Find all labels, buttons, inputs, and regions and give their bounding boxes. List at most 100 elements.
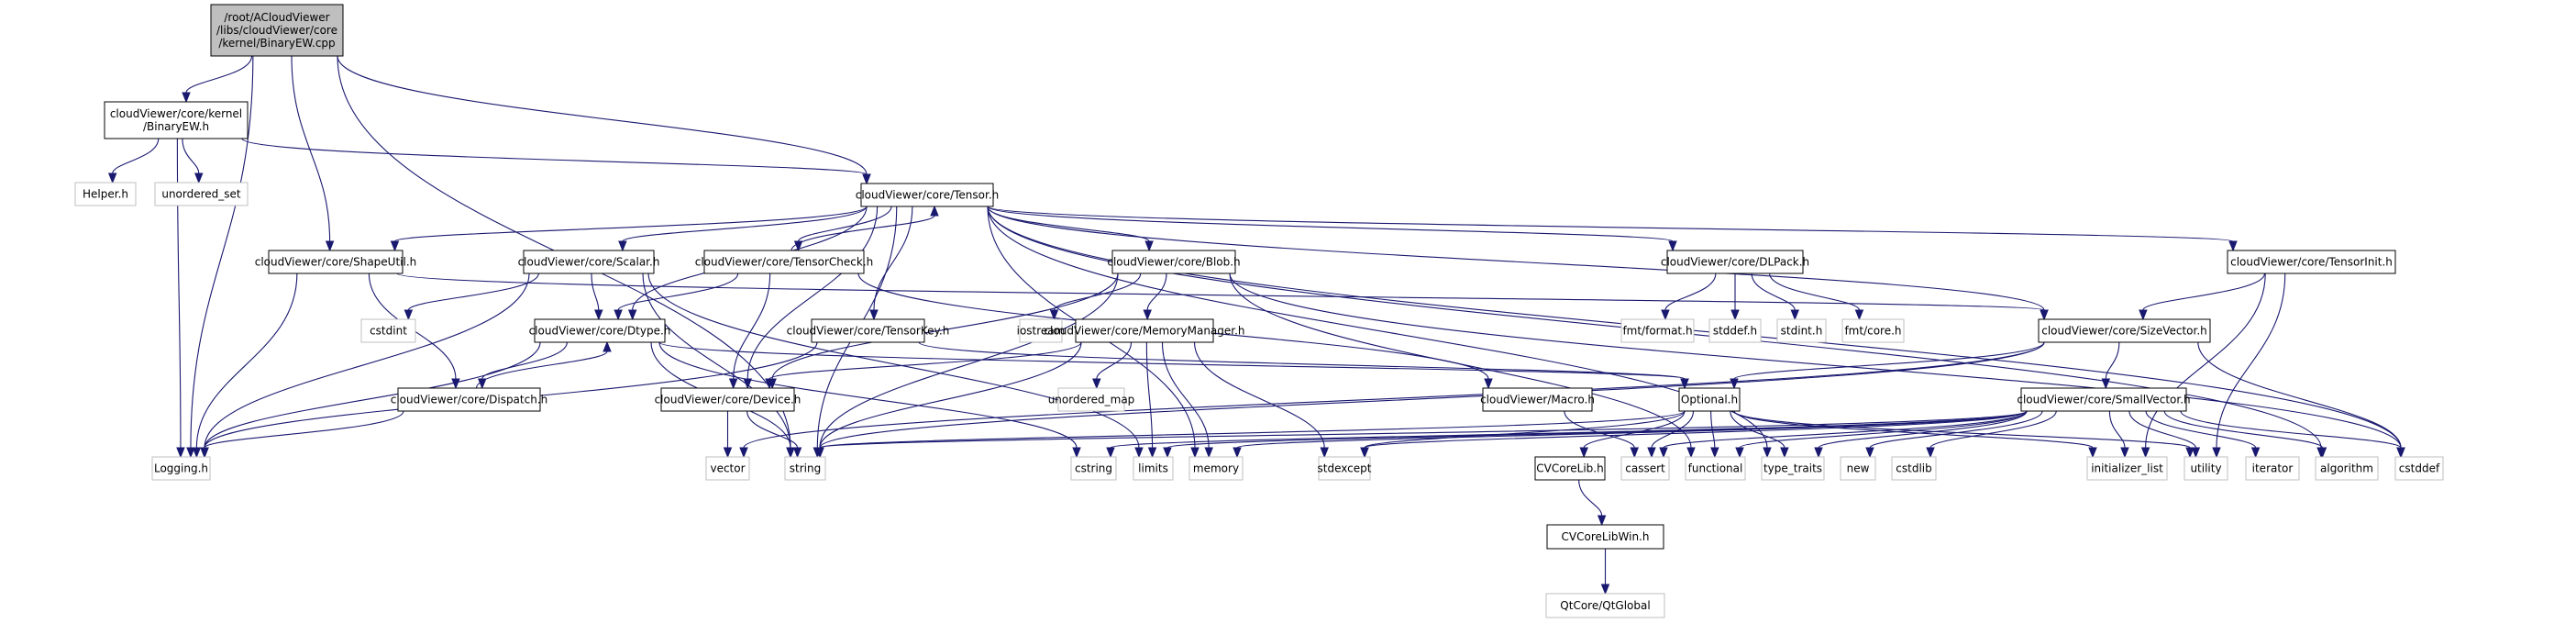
arrowhead — [2250, 447, 2261, 459]
node-box — [268, 250, 404, 274]
edge-tensorinit-h-to-sizevector-h — [2142, 273, 2266, 311]
node-label: unordered_map — [1048, 394, 1135, 406]
arrowhead — [1661, 309, 1670, 321]
node-optional-h[interactable]: Optional.h — [1678, 387, 1741, 412]
arrowhead — [325, 240, 335, 252]
node-tensorcheck-h[interactable]: cloudViewer/core/TensorCheck.h — [695, 250, 874, 274]
node-box — [1891, 456, 1937, 481]
edge-smallvector-h-to-functional — [1739, 410, 2028, 449]
node-label: cloudViewer/core/Blob.h — [1107, 256, 1240, 269]
edge-scalar-h-to-string — [642, 273, 791, 449]
edge-tensor-h-to-tensorcheck-h — [798, 206, 892, 242]
edge-memorymanager-h-to-memory — [1161, 341, 1210, 449]
arrowhead — [1730, 378, 1739, 390]
node-label: stddef.h — [1713, 325, 1757, 338]
node-binaryew-h[interactable]: cloudViewer/core/kernel/BinaryEW.h — [104, 101, 249, 139]
node-label: type_traits — [1763, 462, 1822, 475]
arrowhead — [1735, 447, 1744, 459]
node-cvcorelibwin-h[interactable]: CVCoreLibWin.h — [1546, 524, 1664, 550]
edge-blob-h-to-device-h — [771, 273, 1119, 380]
node-sizevector-h[interactable]: cloudViewer/core/SizeVector.h — [2038, 318, 2211, 343]
edge-dtype-h-to-logging-h — [204, 341, 541, 449]
arrowhead — [182, 92, 191, 104]
node-cstdint: cstdint — [360, 318, 416, 343]
arrowhead — [614, 309, 623, 321]
node-root[interactable]: /root/ACloudViewer/libs/cloudViewer/core… — [210, 4, 344, 57]
node-box — [210, 4, 344, 57]
arrowhead — [200, 447, 209, 459]
arrowhead — [1190, 447, 1200, 459]
node-dlpack-h[interactable]: cloudViewer/core/DLPack.h — [1661, 250, 1809, 274]
edge-sizevector-h-to-smallvector-h — [2105, 341, 2120, 380]
node-label: stdint.h — [1781, 325, 1823, 338]
node-macro-h[interactable]: cloudViewer/Macro.h — [1480, 387, 1595, 412]
node-cvcorelib-h[interactable]: CVCoreLib.h — [1534, 456, 1606, 481]
node-label: cassert — [1625, 462, 1665, 475]
edge-blob-h-to-memorymanager-h — [1146, 273, 1167, 311]
edge-tensorcheck-h-to-tensor-h — [790, 215, 935, 251]
node-box — [1708, 318, 1762, 343]
node-label: QtCore/QtGlobal — [1560, 599, 1650, 612]
node-box — [1019, 318, 1063, 343]
node-smallvector-h[interactable]: cloudViewer/core/SmallVector.h — [2017, 387, 2191, 412]
arrowhead — [1134, 447, 1144, 459]
arrowhead — [869, 309, 879, 321]
arrowhead — [107, 172, 117, 184]
node-label: cloudViewer/core/MemoryManager.h — [1044, 325, 1244, 338]
arrowhead — [1790, 309, 1799, 321]
arrowhead — [1926, 447, 1935, 459]
node-box — [1620, 318, 1695, 343]
arrowhead — [192, 447, 202, 459]
node-tensor-h[interactable]: cloudViewer/core/Tensor.h — [856, 183, 1000, 207]
node-dispatch-h[interactable]: cloudViewer/core/Dispatch.h — [391, 387, 548, 412]
node-label: cloudViewer/core/TensorCheck.h — [695, 256, 874, 269]
arrowhead — [478, 378, 487, 390]
node-new: new — [1840, 456, 1876, 481]
node-algorithm: algorithm — [2315, 456, 2379, 481]
node-label: fmt/core.h — [1844, 325, 1901, 338]
arrowhead — [1072, 447, 1081, 459]
node-label: iterator — [2252, 462, 2294, 475]
node-box — [2038, 318, 2211, 343]
node-scalar-h[interactable]: cloudViewer/core/Scalar.h — [518, 250, 660, 274]
node-shapeutil-h[interactable]: cloudViewer/core/ShapeUtil.h — [255, 250, 417, 274]
edge-smallvector-h-to-new — [1869, 410, 2043, 449]
node-box — [1070, 456, 1117, 481]
node-box — [1840, 456, 1876, 481]
node-dtype-h[interactable]: cloudViewer/core/Dtype.h — [529, 318, 671, 343]
arrowhead — [1320, 447, 1329, 459]
node-box — [1678, 387, 1741, 412]
edge-smallvector-h-to-cstdlib — [1929, 410, 2057, 449]
arrowhead — [1360, 447, 1369, 459]
node-box — [2184, 456, 2228, 481]
arrowhead — [1763, 447, 1772, 459]
arrowhead — [1143, 309, 1152, 321]
edge-sizevector-h-to-optional-h — [1733, 341, 2045, 380]
node-tensorinit-h[interactable]: cloudViewer/core/TensorInit.h — [2227, 250, 2396, 274]
edge-root-to-shapeutil-h — [291, 55, 331, 242]
node-initializer-list: initializer_list — [2086, 456, 2168, 481]
node-device-h[interactable]: cloudViewer/core/Device.h — [655, 387, 802, 412]
edge-cvcorelib-h-to-cvcorelibwin-h — [1578, 479, 1603, 517]
node-label: string — [790, 462, 821, 475]
node-blob-h[interactable]: cloudViewer/core/Blob.h — [1107, 250, 1241, 274]
edge-smallvector-h-to-cstddef — [2180, 410, 2402, 449]
node-label: /libs/cloudViewer/core — [216, 24, 337, 37]
node-type-traits: type_traits — [1761, 456, 1825, 481]
edge-smallvector-h-to-stdexcept — [1364, 410, 2028, 449]
node-tensorkey-h[interactable]: cloudViewer/core/TensorKey.h — [787, 318, 950, 343]
node-label: /root/ACloudViewer — [224, 11, 329, 24]
arrowhead — [930, 205, 939, 217]
arrowhead — [451, 378, 460, 390]
node-memorymanager-h[interactable]: cloudViewer/core/MemoryManager.h — [1044, 318, 1245, 343]
node-box — [1761, 456, 1825, 481]
node-label: cloudViewer/core/Scalar.h — [518, 256, 660, 269]
arrowhead — [2185, 447, 2195, 459]
edge-memorymanager-h-to-unordered-map — [1096, 341, 1133, 380]
arrowhead — [2101, 378, 2110, 390]
node-cstddef: cstddef — [2394, 456, 2444, 481]
edge-smallvector-h-to-cassert — [1663, 410, 2028, 449]
arrowhead — [1484, 378, 1493, 390]
edge-smallvector-h-to-iterator — [2145, 410, 2257, 449]
